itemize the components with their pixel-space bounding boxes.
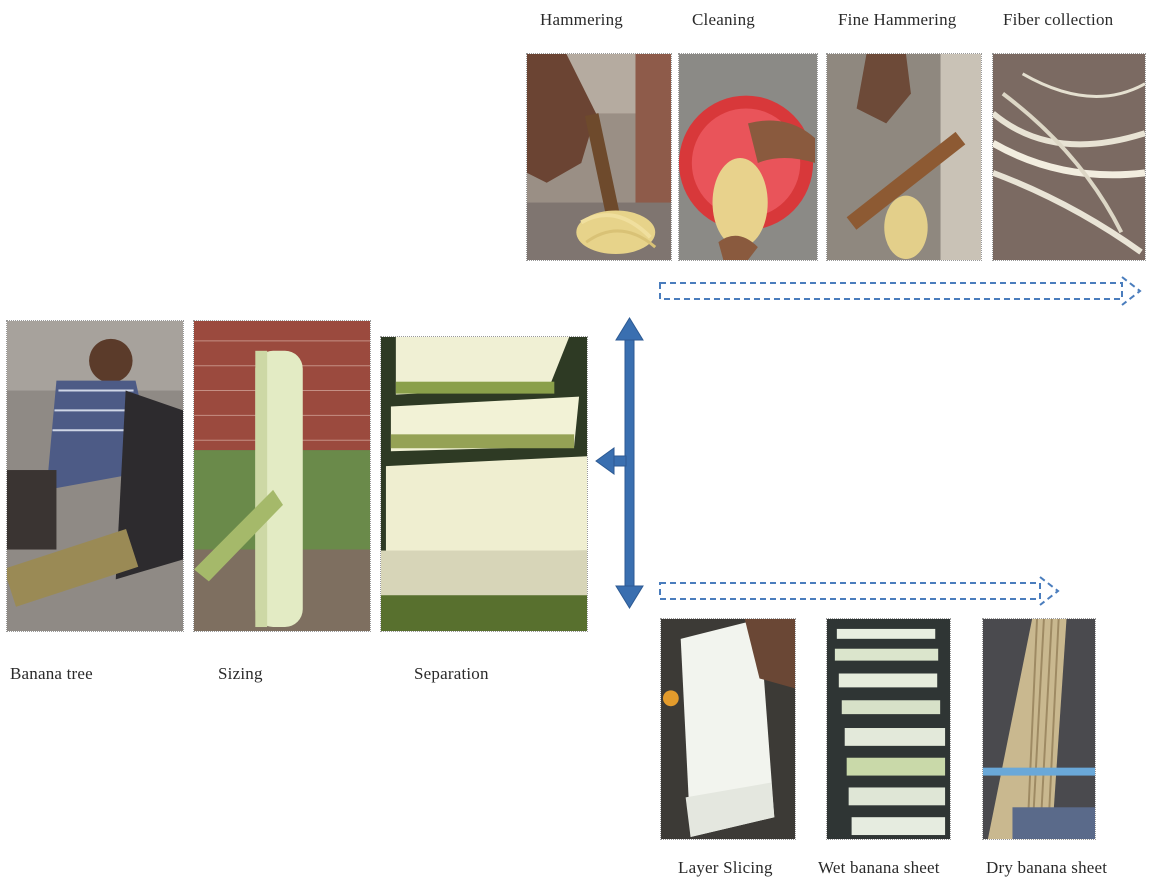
photo-separation [380, 336, 588, 632]
caption-hammering: Hammering [540, 10, 623, 29]
vertical-double-arrow [615, 317, 644, 609]
caption-fine-hammering: Fine Hammering [838, 10, 957, 29]
photo-sizing [193, 320, 371, 632]
photo-banana-tree [6, 320, 184, 632]
dashed-arrow-sheet [659, 576, 1060, 606]
caption-cleaning: Cleaning [692, 10, 755, 29]
caption-layer-slicing: Layer Slicing [678, 858, 773, 877]
photo-cleaning [678, 53, 818, 261]
left-arrow-to-separation [595, 447, 627, 475]
photo-wet-banana-sheet [826, 618, 951, 840]
caption-separation: Separation [414, 664, 489, 683]
photo-layer-slicing [660, 618, 796, 840]
photo-fine-hammering [826, 53, 982, 261]
photo-dry-banana-sheet [982, 618, 1096, 840]
caption-fiber-collection: Fiber collection [1003, 10, 1114, 29]
caption-banana-tree: Banana tree [10, 664, 93, 683]
photo-fiber-collection [992, 53, 1146, 261]
caption-dry-banana-sheet: Dry banana sheet [986, 858, 1108, 877]
caption-wet-banana-sheet: Wet banana sheet [818, 858, 940, 877]
photo-hammering [526, 53, 672, 261]
caption-sizing: Sizing [218, 664, 263, 683]
dashed-arrow-fiber [659, 276, 1142, 306]
